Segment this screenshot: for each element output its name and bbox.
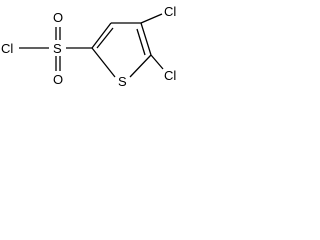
bond-c2-c3 (91, 22, 112, 49)
bond-s-c2-ring (91, 47, 116, 78)
atom-labels: Cl S O O S Cl Cl (1, 4, 176, 89)
bond-c4-c5-inner (136, 28, 146, 56)
chlorine-left-label: Cl (1, 41, 13, 56)
bond-c4-c5 (140, 22, 152, 56)
oxygen-top-label: O (53, 10, 63, 25)
chlorine-top-label: Cl (164, 4, 176, 19)
oxygen-bottom-label: O (53, 72, 63, 87)
bonds (19, 13, 164, 78)
bond-c4-cl (140, 13, 163, 24)
structure-diagram: Cl S O O S Cl Cl (0, 0, 200, 104)
bond-c5-cl (150, 54, 164, 70)
ring-sulfur-label: S (118, 74, 127, 89)
bond-c5-s (129, 54, 152, 78)
bond-c2-c3-inner (96, 27, 114, 49)
molecule-canvas: Cl S O O S Cl Cl (1, 4, 176, 89)
chlorine-bottom-label: Cl (164, 68, 176, 83)
sulfonyl-sulfur-label: S (53, 41, 62, 56)
